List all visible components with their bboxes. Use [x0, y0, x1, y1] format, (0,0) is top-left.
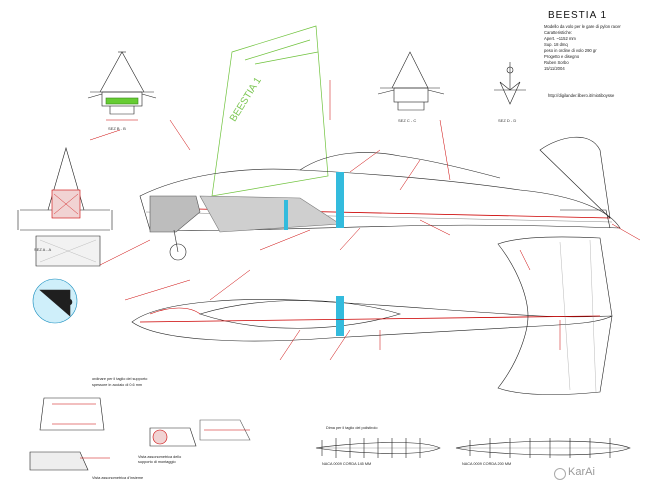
section-label-dd: SEZ D - D	[498, 118, 517, 123]
fuselage-top-view	[131, 296, 613, 342]
spec-line: Sup. 18 dmq	[544, 42, 568, 47]
specs-block: Modello da volo per le gare di pylon rac…	[544, 24, 664, 72]
section-dd-drawing	[494, 62, 526, 105]
spec-line: Caratteristiche:	[544, 30, 573, 35]
website-link: http://digilander.libero.it/miotiboysse	[548, 93, 615, 98]
stabilizer-planform	[497, 236, 613, 395]
spec-line: Ruben Sorbo	[544, 60, 569, 65]
section-bb-drawing	[87, 51, 157, 121]
spec-line: Apert. ~1152 mm	[544, 36, 576, 41]
section-label-aa: SEZ A - A	[34, 247, 52, 252]
spec-line: Modello da volo per le gare di pylon rac…	[544, 24, 621, 29]
drawing-title: BEESTIA 1	[548, 10, 608, 21]
note-support: ordinare per il taglio del supporto	[92, 377, 148, 381]
spec-line: peso in ordine di volo 290 gr	[544, 48, 597, 53]
watermark: KarAi	[568, 466, 595, 478]
spec-line: 15/11/2004	[544, 66, 565, 71]
leader-lines	[89, 80, 641, 361]
note-assembly-2: supporto di montaggio	[138, 460, 176, 464]
note-template: Dima per il taglio del polistirolo	[326, 426, 378, 430]
fuselage-side-view	[139, 136, 621, 261]
watermark-icon	[554, 468, 566, 480]
engine-detail	[32, 278, 78, 324]
rib-label-b: NACA 0009 CORDA 200 MM	[462, 462, 512, 466]
fin-outline	[211, 25, 329, 197]
bottom-left-details	[29, 397, 251, 471]
section-label-cc: SEZ C - C	[398, 118, 417, 123]
note-assembly: Vista assonometrica dello	[138, 455, 182, 459]
note-thickness: spessore in acciaio di 0.6 mm	[92, 383, 143, 387]
section-cc-drawing	[377, 51, 445, 111]
section-label-bb: SEZ B - B	[108, 126, 126, 131]
note-front: Vista assonometrica d'insieme	[92, 476, 144, 480]
spec-line: Progetto e disegno	[544, 54, 580, 59]
section-aa-drawing	[17, 146, 113, 267]
airfoil-templates	[315, 438, 631, 458]
rib-label-a: NACA 0009 CORDA 145 MM	[322, 462, 372, 466]
